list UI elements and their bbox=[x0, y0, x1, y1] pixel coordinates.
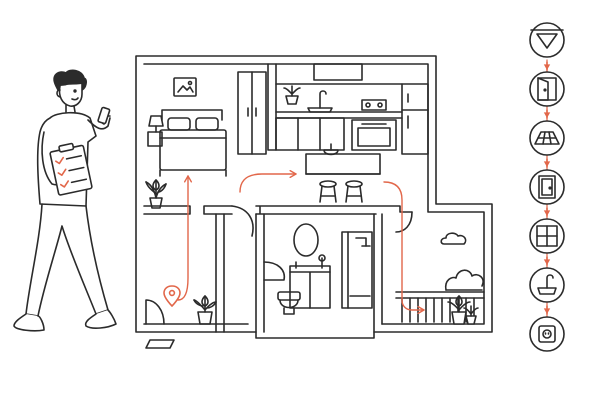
outer-wall bbox=[135, 55, 493, 339]
door-swing-balcony bbox=[395, 211, 413, 233]
vanity-icon bbox=[289, 254, 331, 309]
location-pin-icon bbox=[163, 285, 181, 307]
power-outlet-icon bbox=[529, 316, 565, 352]
neck bbox=[65, 104, 76, 114]
left-shoe bbox=[13, 313, 45, 332]
eye bbox=[73, 89, 77, 93]
plant-icon bbox=[193, 295, 217, 325]
bush-icon bbox=[444, 269, 484, 291]
plant-icon bbox=[145, 179, 167, 209]
faucet-icon bbox=[529, 267, 565, 303]
plant-icon bbox=[283, 85, 301, 105]
wall-picture-icon bbox=[173, 77, 197, 97]
ear bbox=[56, 89, 61, 98]
fridge-icon bbox=[401, 83, 429, 155]
bedroom bbox=[145, 71, 267, 209]
counter bbox=[275, 111, 403, 151]
checklist-icon bbox=[49, 142, 93, 196]
stove-icon bbox=[361, 99, 387, 111]
door-swing-bath bbox=[263, 261, 286, 281]
head bbox=[58, 83, 83, 107]
inspection-route bbox=[177, 169, 425, 315]
doormat-icon bbox=[145, 339, 175, 349]
cloud-icon bbox=[440, 232, 467, 245]
wall-bath-top bbox=[255, 205, 413, 215]
inspector-figure bbox=[13, 69, 117, 332]
stool-icon bbox=[345, 180, 363, 203]
plant-icon bbox=[447, 295, 471, 325]
legs bbox=[25, 203, 109, 317]
interior-door-icon bbox=[529, 169, 565, 205]
window-icon bbox=[529, 218, 565, 254]
wall-bath-left bbox=[255, 213, 265, 333]
door-icon bbox=[529, 71, 565, 107]
route-hall-to-bedroom bbox=[177, 175, 193, 301]
door-swing-front bbox=[145, 299, 165, 325]
entry-hall bbox=[145, 285, 217, 349]
kitchen bbox=[275, 63, 429, 203]
floor-tiles-icon bbox=[529, 120, 565, 156]
lamp-icon bbox=[147, 115, 164, 147]
route-kitchen-to-balcony bbox=[383, 181, 425, 315]
oven-icon bbox=[351, 119, 397, 151]
plant-icon bbox=[463, 305, 479, 325]
hair bbox=[53, 69, 87, 91]
bowl-icon bbox=[323, 143, 339, 156]
smile bbox=[71, 97, 79, 101]
mirror-icon bbox=[293, 223, 319, 257]
route-bedroom-to-kitchen bbox=[239, 169, 297, 193]
toilet-icon bbox=[277, 291, 301, 315]
door-swing-entry bbox=[231, 205, 254, 237]
range-hood-icon bbox=[313, 63, 363, 81]
wall-bath-right bbox=[373, 213, 383, 333]
wall-bedroom-bottom bbox=[143, 205, 233, 215]
outer-wall-inner bbox=[143, 63, 485, 325]
bed-icon bbox=[159, 109, 227, 177]
wall-hall-right bbox=[215, 213, 225, 333]
stool-icon bbox=[319, 180, 337, 203]
bathroom bbox=[277, 223, 373, 315]
shower-icon bbox=[341, 231, 373, 309]
checkpoint-column bbox=[529, 22, 565, 352]
wall-bed-kitchen bbox=[267, 63, 277, 151]
right-arm bbox=[87, 117, 111, 130]
floor-plan bbox=[135, 55, 493, 349]
phone-icon bbox=[97, 106, 111, 125]
ceiling-light-icon bbox=[529, 22, 565, 58]
wardrobe-icon bbox=[237, 71, 267, 155]
island-icon bbox=[305, 153, 381, 175]
right-shoe bbox=[84, 309, 117, 329]
sink-icon bbox=[307, 90, 333, 113]
